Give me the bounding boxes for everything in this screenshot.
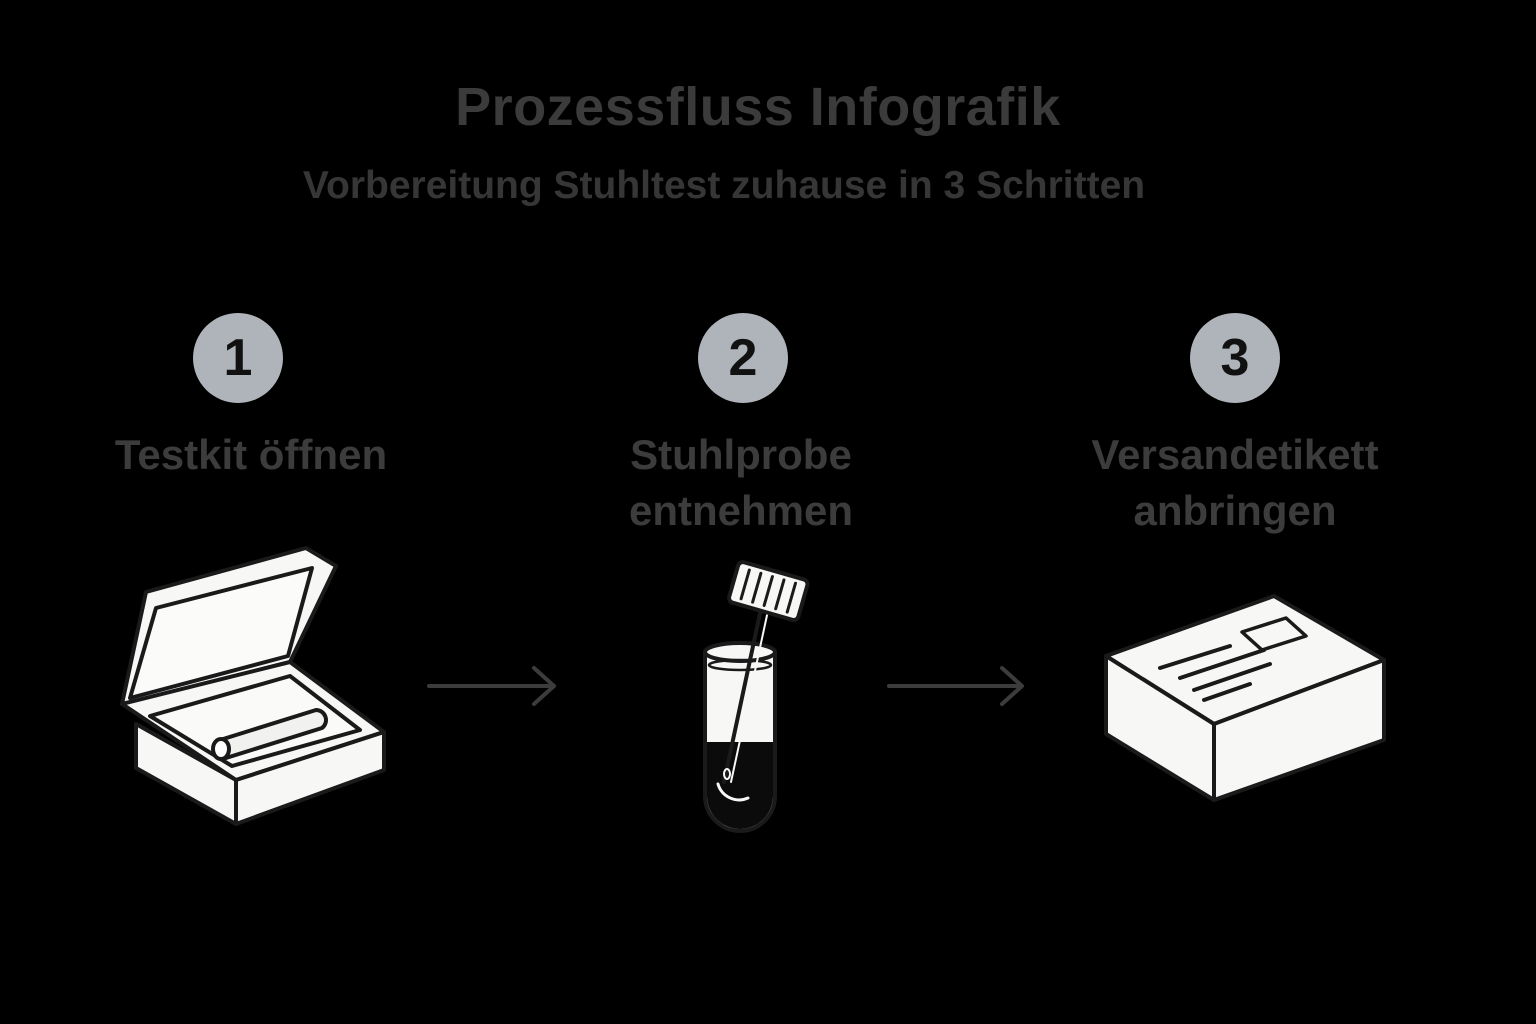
step-label: Versandetikett anbringen	[1045, 427, 1425, 539]
step-number-badge: 2	[698, 313, 788, 403]
step-number-badge: 3	[1190, 313, 1280, 403]
step-label: Testkit öffnen	[61, 427, 441, 483]
page-subtitle: Vorbereitung Stuhltest zuhause in 3 Schr…	[302, 164, 1146, 207]
step-number-badge: 1	[193, 313, 283, 403]
step-label: Stuhlprobe entnehmen	[551, 427, 931, 539]
step-label-line: entnehmen	[628, 487, 854, 534]
step-label-line: Versandetikett	[1091, 431, 1379, 478]
step-label-line: Stuhlprobe	[630, 431, 852, 478]
page-title: Prozessfluss Infografik	[455, 77, 1061, 137]
step-label-line: Testkit öffnen	[114, 431, 388, 478]
step-label-line: anbringen	[1133, 487, 1337, 534]
